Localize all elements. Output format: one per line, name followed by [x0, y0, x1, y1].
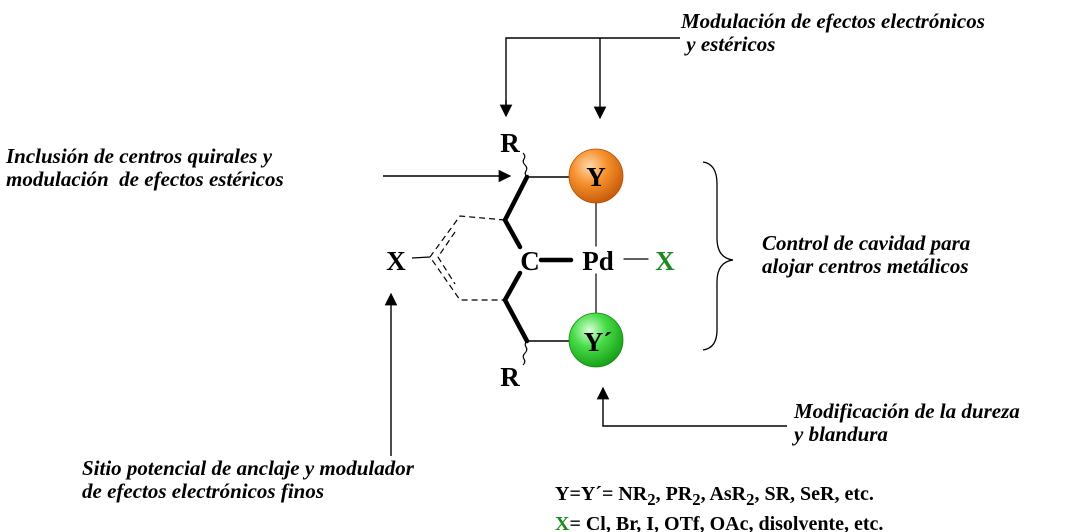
y-top-sphere [568, 148, 624, 204]
aromatic-ring [411, 215, 506, 301]
y-bottom-sphere [568, 312, 624, 368]
legend-x-text: = Cl, Br, I, OTf, OAc, disolvente, etc. [569, 513, 884, 532]
annotation-line: y estéricos [681, 32, 776, 56]
legend-y-text: , PR [655, 483, 693, 505]
cavity-brace [702, 161, 734, 351]
pincer-skeleton [502, 174, 649, 344]
bond-ring-to-upper-carbon [502, 174, 530, 223]
legend-subscript: 2 [746, 490, 755, 509]
bond-ring-to-lower-carbon [502, 297, 530, 344]
legend-line-x: X= Cl, Br, I, OTf, OAc, disolvente, etc. [555, 512, 883, 532]
annotation-line: y blandura [794, 422, 888, 446]
annotation-anchoring-site: Sitio potencial de anclaje y modulador d… [82, 457, 414, 503]
annotation-line: Inclusión de centros quirales y [6, 144, 273, 168]
annotation-line: de efectos electrónicos finos [82, 479, 325, 503]
annotation-cavity-control: Control de cavidad para alojar centros m… [762, 232, 970, 278]
top-bracket-line [505, 37, 680, 113]
legend-subscript: 2 [692, 490, 701, 509]
annotation-line: Sitio potencial de anclaje y modulador [82, 456, 414, 480]
ring-dashed-inner [437, 231, 456, 285]
bond-ring-to-c-lower [502, 270, 523, 303]
annotation-line: modulación de efectos estéricos [6, 167, 284, 191]
r-bottom-label: R [500, 362, 520, 392]
arrow-to-y-bottom [596, 386, 787, 427]
legend-line-y: Y=Y´= NR2, PR2, AsR2, SR, SeR, etc. [555, 482, 883, 512]
wavy-bond-r-bottom [522, 340, 528, 366]
annotation-line: Modificación de la dureza [794, 399, 1020, 423]
bond-ring-to-c-upper [502, 217, 523, 250]
legend-y-lead: Y=Y´= NR [555, 483, 648, 505]
annotation-electronic-steric: Modulación de efectos electrónicos y est… [681, 10, 985, 56]
annotation-line: Control de cavidad para [762, 231, 971, 255]
y-bottom-label: Y´ [584, 327, 613, 357]
wavy-bond-r-top [522, 152, 528, 178]
top-arrows [499, 37, 680, 120]
legend-y-text: , AsR [700, 483, 747, 505]
annotation-chiral-centers: Inclusión de centros quirales y modulaci… [6, 145, 284, 191]
x-right-label: X [655, 246, 675, 276]
substituent-legend: Y=Y´= NR2, PR2, AsR2, SR, SeR, etc. X= C… [555, 482, 883, 532]
annotation-line: alojar centros metálicos [762, 254, 969, 278]
legend-x-symbol: X [555, 513, 570, 532]
ring-x-bond [411, 256, 431, 259]
ring-dashed-outer [429, 215, 506, 301]
legend-subscript: 2 [647, 490, 656, 509]
annotation-line: Modulación de efectos electrónicos [681, 9, 985, 33]
metal-label: Pd [582, 246, 614, 276]
carbon-label: C [520, 246, 540, 276]
y-top-label: Y [586, 162, 606, 192]
legend-y-text: , SR, SeR, etc. [754, 483, 874, 505]
x-left-label: X [386, 246, 406, 276]
annotation-hardness-softness: Modificación de la dureza y blandura [794, 400, 1020, 446]
r-top-label: R [500, 128, 520, 158]
